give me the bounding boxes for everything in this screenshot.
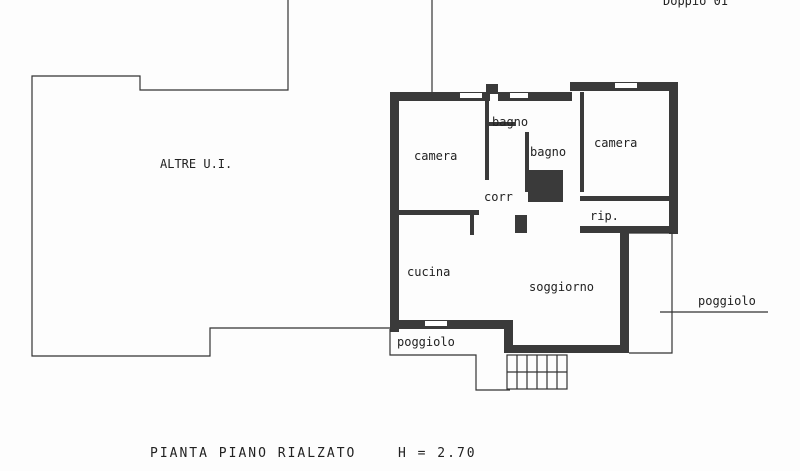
room-label-camera-right: camera bbox=[594, 136, 637, 150]
room-label-poggiolo-left: poggiolo bbox=[397, 335, 455, 349]
room-label-bagno-1: bagno bbox=[492, 115, 528, 129]
walls bbox=[390, 82, 678, 353]
room-label-rip: rip. bbox=[590, 209, 619, 223]
balcony-left-outline bbox=[389, 329, 510, 391]
balcony-right-outline bbox=[629, 232, 673, 354]
room-label-poggiolo-right: poggiolo bbox=[698, 294, 756, 308]
room-label-soggiorno: soggiorno bbox=[529, 280, 594, 294]
stairs bbox=[506, 354, 568, 390]
top-right-note: Doppio 01 bbox=[663, 0, 728, 8]
other-units-outline bbox=[31, 0, 390, 357]
room-label-cucina: cucina bbox=[407, 265, 450, 279]
room-label-camera-left: camera bbox=[414, 149, 457, 163]
plan-title: PIANTA PIANO RIALZATO bbox=[150, 446, 356, 461]
room-label-bagno-2: bagno bbox=[530, 145, 566, 159]
room-label-corr: corr bbox=[484, 190, 513, 204]
other-units-label: ALTRE U.I. bbox=[160, 157, 232, 171]
plan-height: H = 2.70 bbox=[398, 446, 477, 461]
